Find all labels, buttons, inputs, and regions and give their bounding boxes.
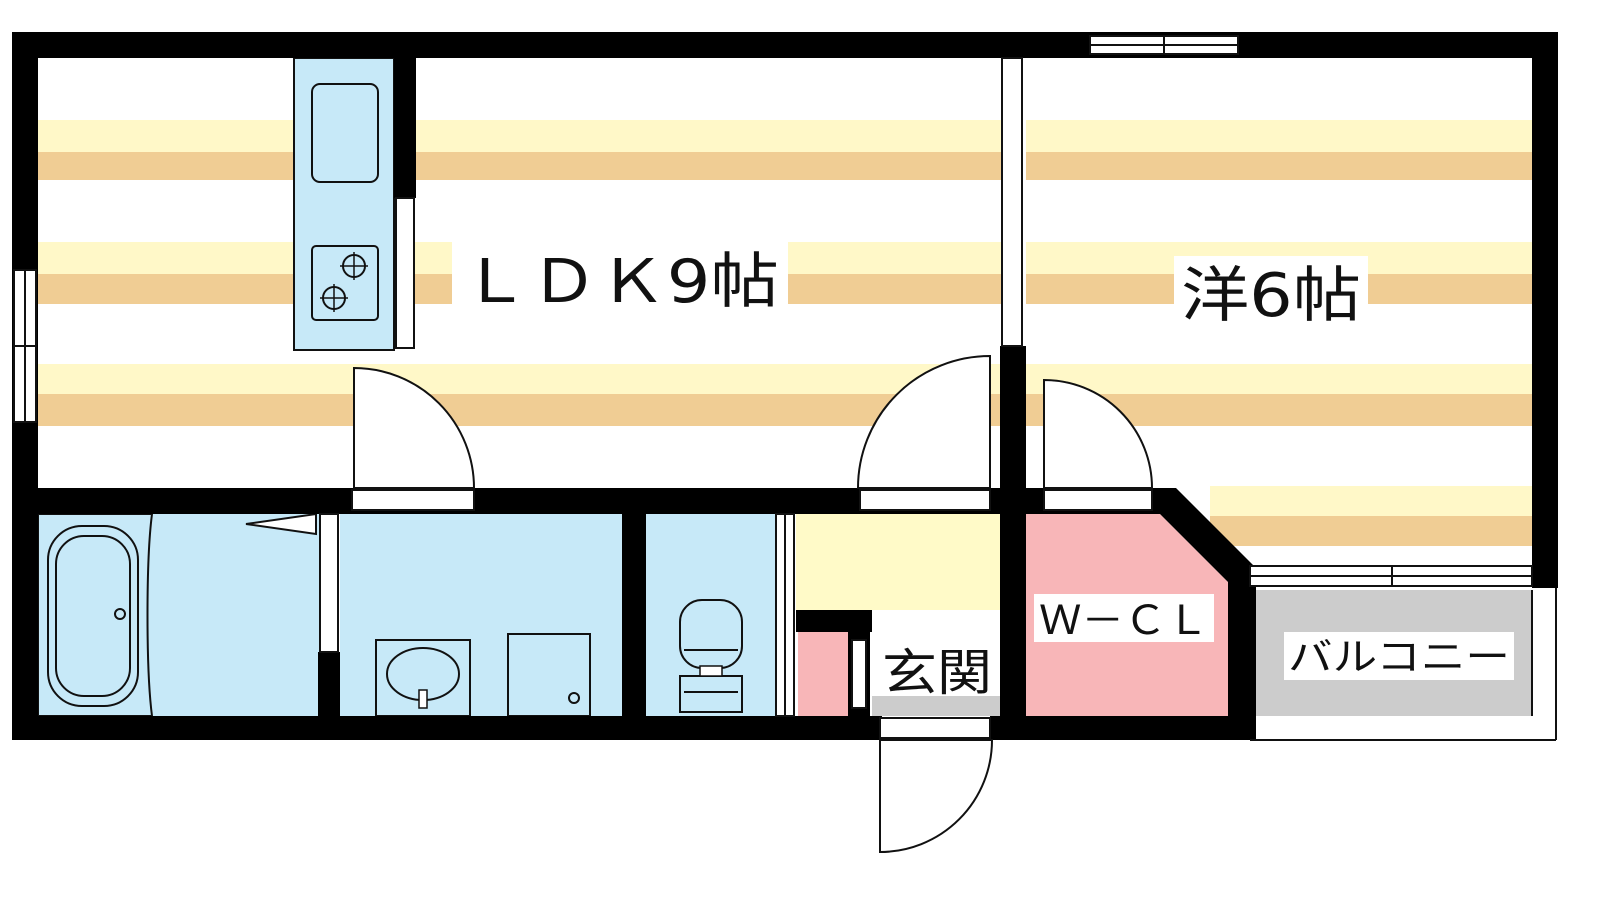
western-label-bg [1174,256,1368,328]
windows [13,35,1533,717]
bathtub-inner [55,535,131,697]
fixtures [37,57,743,717]
kitchen-sink-icon [311,83,379,183]
hall-floor [796,514,1000,610]
door-closet-sill [1043,489,1153,511]
wall-wash-toilet [622,514,646,716]
doors [351,354,1154,854]
toilet-tank-handle [699,665,723,677]
door-closet-swing [1043,378,1154,489]
wcl-label-bg [1034,594,1214,642]
bath-door-panel [319,513,339,653]
wall-ldk-western [1000,346,1026,716]
wall-bath-wash [318,652,340,716]
bathtub-icon [37,513,154,717]
door-entrance-swing [879,739,994,854]
entrance-label: 玄関 [882,644,992,702]
balcony-label: バルコニー [1288,635,1510,679]
door-washroom-swing [353,366,476,489]
walls [12,32,1558,740]
partition-kitchen [395,197,415,349]
toilet-room-floor [646,514,776,716]
stripe [38,152,1002,180]
entrance-step [872,696,1000,716]
washbasin-faucet [418,689,428,709]
bathtub-basin [47,525,139,707]
wall-closet-angle [1160,488,1256,740]
balcony-label-bg [1284,632,1514,680]
bathtub-drain [114,608,126,620]
ldk-label-bg [452,240,788,314]
gas-stove-icon [311,245,379,321]
bathtub-rim [37,513,154,717]
outer-wall-bottom-left [12,716,882,740]
wall-ldk-bottom [38,488,1000,514]
shoe-box [798,632,848,716]
partition-ldk-western [1001,57,1023,347]
stripe [38,394,1002,426]
stove-top [311,245,379,321]
stripe [38,120,1002,152]
washing-machine-drain [568,692,580,704]
washroom-floor [340,514,622,716]
shower-head [245,512,317,536]
entrance-label-bg [880,642,994,696]
stripe [1026,152,1534,180]
stripe [1210,516,1534,546]
labels: ＬＤＫ9帖 洋6帖 Ｗ－ＣＬ 玄関 バルコニー [452,240,1514,702]
outer-wall-bottom-right [990,716,1250,740]
toilet-icon [679,599,743,713]
stripe [38,364,1002,394]
door-washroom-sill [351,489,475,511]
western-label: 洋6帖 [1181,261,1361,331]
western-floor-stripes [1026,120,1534,546]
stripe [1210,486,1534,516]
balcony-railing [1250,588,1557,741]
outer-wall-right [1532,32,1558,588]
stripe [1026,364,1534,394]
wall-hall-shoebox [796,610,872,632]
wcl-label: Ｗ－ＣＬ [1039,598,1209,644]
ldk-label: ＬＤＫ9帖 [461,247,779,317]
door-hall-sill [859,489,991,511]
door-hall-swing [856,354,991,489]
stripe [1026,120,1534,152]
door-entrance-sill [879,717,991,739]
outer-wall-top [12,32,1558,58]
shoebox-door-panel [851,639,867,709]
wall-kitchen-side [394,58,416,198]
